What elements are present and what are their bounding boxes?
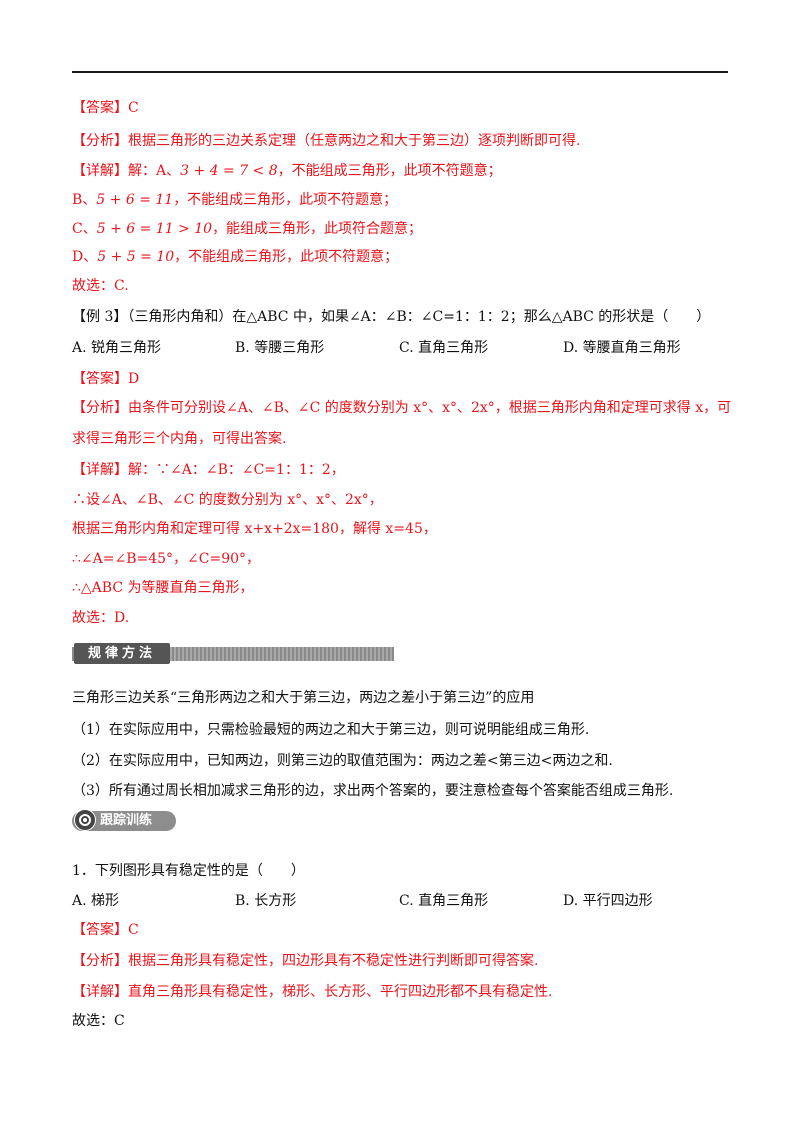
header-rule: [72, 71, 728, 73]
detail-prefix: 【详解】解：A、: [72, 163, 181, 179]
method-section-banner: 规律方法: [72, 643, 394, 664]
answer-label: 【答案】C: [72, 100, 139, 116]
math-expression: 3 + 4 = 7 < 8: [180, 163, 278, 179]
target-icon: [74, 809, 96, 831]
detail-suffix: ，不能组成三角形，此项不符题意；: [277, 163, 502, 179]
practice-section-banner: 跟踪训练: [72, 809, 176, 833]
analysis-text-continued: 求得三角形三个内角，可得出答案.: [72, 431, 287, 447]
detail-text: 【详解】解：∵∠A：∠B：∠C=1：1：2，: [72, 462, 345, 478]
option-b: B. 长方形: [235, 893, 297, 909]
detail-suffix: ，不能组成三角形，此项不符题意；: [174, 249, 399, 265]
banner-label: 规律方法: [74, 643, 170, 664]
math-expression: 5 + 5 = 10: [97, 249, 175, 265]
option-c: C. 直角三角形: [399, 340, 489, 356]
option-d: D. 等腰直角三角形: [563, 340, 681, 356]
option-a: A. 梯形: [72, 893, 120, 909]
banner-pill: [72, 811, 176, 831]
detail-line-d: D、5 + 5 = 10，不能组成三角形，此项不符题意；: [72, 247, 398, 267]
conclusion-text: 故选：C: [72, 1013, 125, 1029]
option-d: D. 平行四边形: [563, 893, 653, 909]
detail-text: ∴∠A=∠B=45°，∠C=90°，: [72, 551, 261, 567]
answer-label: 【答案】D: [72, 371, 140, 387]
example-question: 【例 3】（三角形内角和）在△ABC 中，如果∠A：∠B：∠C=1：1：2；那么…: [72, 309, 711, 325]
method-intro: 三角形三边关系“三角形两边之和大于第三边，两边之差小于第三边”的应用: [72, 690, 535, 706]
detail-line-c: C、5 + 6 = 11 > 10，能组成三角形，此项符合题意；: [72, 219, 422, 239]
detail-line-b: B、5 + 6 = 11，不能组成三角形，此项不符题意；: [72, 190, 397, 210]
option-a: A. 锐角三角形: [72, 340, 162, 356]
analysis-text: 【分析】根据三角形具有稳定性，四边形具有不稳定性进行判断即可得答案.: [72, 953, 539, 969]
math-expression: 5 + 6 = 11: [96, 192, 174, 208]
detail-line-a: 【详解】解：A、3 + 4 = 7 < 8，不能组成三角形，此项不符题意；: [72, 161, 502, 181]
practice-question: 1．下列图形具有稳定性的是（ ）: [72, 863, 305, 879]
conclusion-text: 故选：C.: [72, 278, 129, 294]
answer-label: 【答案】C: [72, 922, 139, 938]
detail-suffix: ，能组成三角形，此项符合题意；: [212, 221, 423, 237]
detail-suffix: ，不能组成三角形，此项不符题意；: [173, 192, 398, 208]
detail-prefix: C、: [72, 221, 97, 237]
detail-prefix: B、: [72, 192, 97, 208]
analysis-text: 【分析】由条件可分别设∠A、∠B、∠C 的度数分别为 x°、x°、2x°，根据三…: [72, 400, 732, 416]
option-c: C. 直角三角形: [399, 893, 489, 909]
detail-text: ∴设∠A、∠B、∠C 的度数分别为 x°、x°、2x°，: [72, 492, 383, 508]
analysis-text: 【分析】根据三角形的三边关系定理（任意两边之和大于第三边）逐项判断即可得.: [72, 133, 581, 149]
detail-text: 根据三角形内角和定理可得 x+x+2x=180，解得 x=45，: [72, 521, 437, 537]
option-b: B. 等腰三角形: [235, 340, 325, 356]
banner-label: 跟踪训练: [100, 813, 153, 828]
detail-text: ∴△ABC 为等腰直角三角形，: [72, 580, 254, 596]
method-point-3: （3）所有通过周长相加减求三角形的边，求出两个答案的，要注意检查每个答案能否组成…: [72, 783, 674, 799]
method-point-2: （2）在实际应用中，已知两边，则第三边的取值范围为：两边之差<第三边<两边之和.: [72, 753, 613, 769]
detail-text: 【详解】直角三角形具有稳定性，梯形、长方形、平行四边形都不具有稳定性.: [72, 984, 553, 1000]
conclusion-text: 故选：D.: [72, 610, 130, 626]
detail-prefix: D、: [72, 249, 98, 265]
method-point-1: （1）在实际应用中，只需检验最短的两边之和大于第三边，则可说明能组成三角形.: [72, 722, 590, 738]
math-expression: 5 + 6 = 11 > 10: [96, 221, 213, 237]
